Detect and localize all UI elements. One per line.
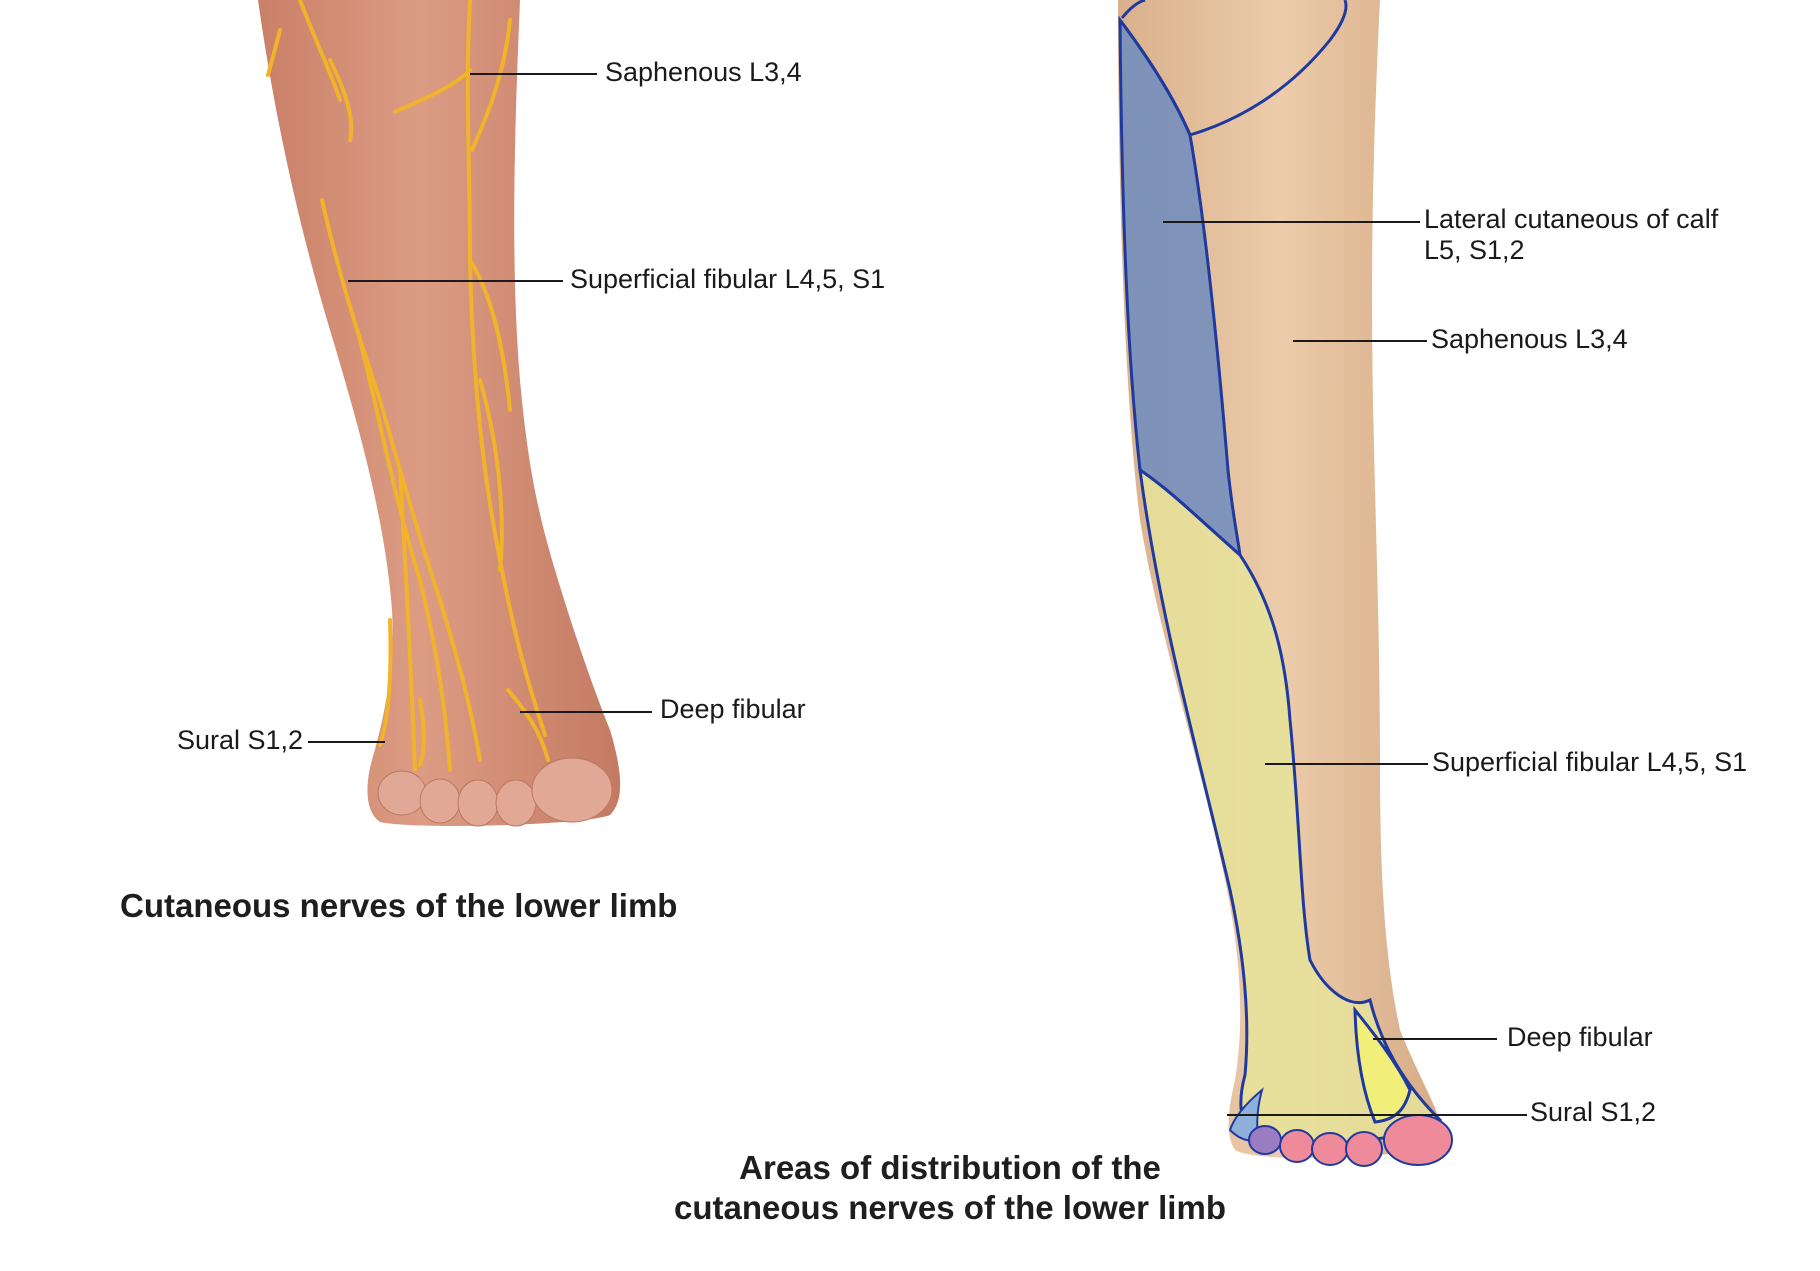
sural-nerve bbox=[378, 618, 393, 747]
knee-top-outline bbox=[1120, 0, 1146, 19]
superficial-fibular-region bbox=[1138, 466, 1443, 1146]
right-leg bbox=[1118, 0, 1453, 1167]
left-toe bbox=[419, 778, 461, 824]
label-lateral-cutaneous-line2: L5, S1,2 bbox=[1424, 235, 1525, 266]
caption-right-line2: cutaneous nerves of the lower limb bbox=[674, 1188, 1226, 1226]
label-superficial-fibular-right: Superficial fibular L4,5, S1 bbox=[1432, 747, 1748, 777]
left-toes bbox=[377, 757, 613, 827]
caption-left: Cutaneous nerves of the lower limb bbox=[120, 887, 678, 924]
label-sural-right: Sural S1,2 bbox=[1530, 1097, 1657, 1127]
label-superficial-fibular-left: Superficial fibular L4,5, S1 bbox=[570, 264, 886, 294]
deep-fibular-nerve bbox=[506, 688, 550, 762]
toe-branch bbox=[418, 698, 426, 767]
left-leg bbox=[258, 0, 621, 827]
saphenous-branch bbox=[468, 258, 512, 412]
saphenous-branch bbox=[470, 18, 512, 152]
left-toe bbox=[531, 757, 613, 823]
caption-right-line1: Areas of distribution of the bbox=[739, 1149, 1161, 1186]
right-toes bbox=[1248, 1114, 1453, 1167]
label-lateral-cutaneous: Lateral cutaneous of calf L5, S1,2 bbox=[1424, 204, 1718, 266]
right-toe bbox=[1279, 1129, 1315, 1163]
saphenous-branch bbox=[393, 68, 472, 114]
right-toe bbox=[1345, 1131, 1383, 1167]
branch bbox=[266, 28, 282, 77]
branch bbox=[328, 58, 354, 142]
left-toe bbox=[495, 779, 537, 827]
left-toe bbox=[457, 779, 499, 827]
right-toe-big bbox=[1383, 1114, 1453, 1166]
left-leg-skin bbox=[258, 0, 621, 826]
left-toe bbox=[377, 770, 427, 816]
label-deep-fibular-right: Deep fibular bbox=[1507, 1022, 1653, 1052]
leader-lines bbox=[308, 73, 1527, 1116]
saphenous-branch bbox=[478, 378, 504, 572]
label-saphenous-right: Saphenous L3,4 bbox=[1431, 324, 1628, 354]
knee-region-outline bbox=[1118, 0, 1348, 137]
saphenous-nerve bbox=[465, 0, 547, 737]
label-lateral-cutaneous-line1: Lateral cutaneous of calf bbox=[1424, 204, 1719, 234]
caption-right: Areas of distribution of the cutaneous n… bbox=[640, 1148, 1260, 1227]
superficial-fibular-branch bbox=[358, 338, 452, 772]
label-saphenous-left: Saphenous L3,4 bbox=[605, 57, 802, 87]
superficial-fibular-nerve bbox=[320, 198, 482, 762]
left-nerves bbox=[266, 0, 550, 772]
branch bbox=[298, 0, 342, 102]
superficial-fibular-branch bbox=[398, 468, 417, 772]
label-sural-left: Sural S1,2 bbox=[177, 725, 304, 755]
right-toe bbox=[1311, 1132, 1349, 1166]
label-deep-fibular-left: Deep fibular bbox=[660, 694, 806, 724]
